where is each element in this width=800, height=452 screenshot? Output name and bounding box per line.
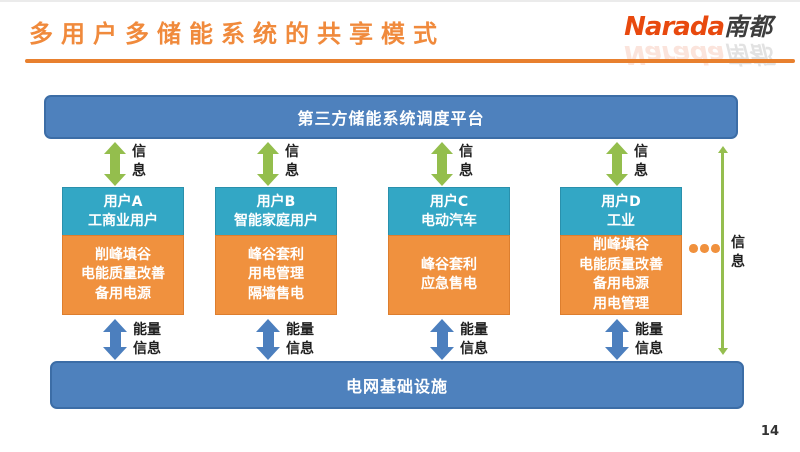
double-arrow-icon xyxy=(431,142,453,186)
user-c-name: 用户C xyxy=(429,193,469,210)
rail-double-arrow-icon xyxy=(721,152,724,349)
double-arrow-icon xyxy=(605,319,629,360)
user-b-type: 智能家庭用户 xyxy=(234,212,318,229)
user-d-name: 用户D xyxy=(601,193,641,210)
double-arrow-icon xyxy=(430,319,454,360)
logo-latin-text: Narada xyxy=(624,12,725,42)
user-a-type: 工商业用户 xyxy=(88,212,158,229)
double-arrow-icon xyxy=(104,142,126,186)
energy-info-label: 能量 信息 xyxy=(133,322,161,357)
user-b-header: 用户B 智能家庭用户 xyxy=(215,187,337,235)
platform-bar: 第三方储能系统调度平台 xyxy=(44,95,738,139)
rail-arrowhead-up-icon xyxy=(717,146,728,153)
info-label: 信 息 xyxy=(459,144,473,179)
double-arrow-icon xyxy=(606,142,628,186)
rail-arrowhead-down-icon xyxy=(717,348,728,355)
info-label: 信 息 xyxy=(285,144,299,179)
page-title: 多用户多储能系统的共享模式 xyxy=(29,20,445,48)
double-arrow-icon xyxy=(257,142,279,186)
rail-info-label: 信 息 xyxy=(731,235,745,270)
user-a-header: 用户A 工商业用户 xyxy=(62,187,184,235)
user-a-functions: 削峰填谷 电能质量改善 备用电源 xyxy=(62,235,184,315)
info-label: 信 息 xyxy=(132,144,146,179)
user-d-header: 用户D 工业 xyxy=(560,187,682,235)
energy-info-label: 能量 信息 xyxy=(460,322,488,357)
user-c-header: 用户C 电动汽车 xyxy=(388,187,510,235)
ellipsis-dots-icon xyxy=(689,244,720,253)
narada-logo: Narada南都 xyxy=(624,14,772,43)
user-box-c: 用户C 电动汽车 峰谷套利 应急售电 xyxy=(388,187,510,315)
energy-info-label: 能量 信息 xyxy=(635,322,663,357)
double-arrow-icon xyxy=(103,319,127,360)
user-c-type: 电动汽车 xyxy=(421,212,477,229)
user-b-functions: 峰谷套利 用电管理 隔墙售电 xyxy=(215,235,337,315)
user-a-name: 用户A xyxy=(103,193,143,210)
user-c-functions: 峰谷套利 应急售电 xyxy=(388,235,510,315)
user-b-name: 用户B xyxy=(256,193,296,210)
double-arrow-icon xyxy=(256,319,280,360)
user-box-d: 用户D 工业 削峰填谷 电能质量改善 备用电源 用电管理 xyxy=(560,187,682,315)
title-underline xyxy=(25,59,795,63)
grid-bar: 电网基础设施 xyxy=(50,361,744,409)
user-d-type: 工业 xyxy=(607,212,635,229)
user-box-a: 用户A 工商业用户 削峰填谷 电能质量改善 备用电源 xyxy=(62,187,184,315)
logo-cjk-text: 南都 xyxy=(724,13,772,41)
user-d-functions: 削峰填谷 电能质量改善 备用电源 用电管理 xyxy=(560,235,682,315)
page-number: 14 xyxy=(760,424,779,439)
info-label: 信 息 xyxy=(634,144,648,179)
user-box-b: 用户B 智能家庭用户 峰谷套利 用电管理 隔墙售电 xyxy=(215,187,337,315)
energy-info-label: 能量 信息 xyxy=(286,322,314,357)
